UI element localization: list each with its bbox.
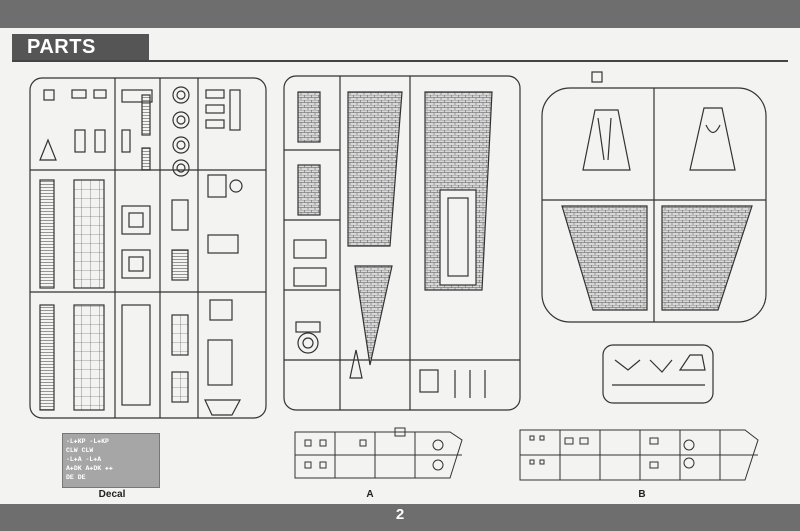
title-box — [12, 34, 149, 60]
sprue-2 — [283, 75, 521, 411]
decal-line: DE DE — [66, 474, 86, 481]
decal-line: -L✚KP -L✚KP — [66, 438, 109, 445]
title-rule — [12, 60, 788, 62]
top-bar — [0, 0, 800, 28]
decal-label: Decal — [98, 489, 126, 500]
page-number: 2 — [395, 506, 405, 523]
decal-line: A✚DK A✚DK ✚✚ — [66, 465, 113, 472]
sprue-a-label: A — [366, 489, 374, 500]
sprue-1 — [29, 77, 267, 419]
fuselage-b-outline — [519, 429, 759, 481]
page-title: PARTS — [27, 36, 96, 58]
fuselage-a-outline — [294, 427, 463, 479]
sprue-b-label: B — [638, 489, 646, 500]
bottom-bar — [0, 504, 800, 531]
decal-line: CLW CLW — [66, 447, 94, 454]
sprue-3 — [541, 71, 767, 404]
decal-sheet: -L✚KP -L✚KP CLW CLW -L✚A -L✚A A✚DK A✚DK … — [62, 433, 160, 488]
decal-line: -L✚A -L✚A — [66, 456, 102, 463]
